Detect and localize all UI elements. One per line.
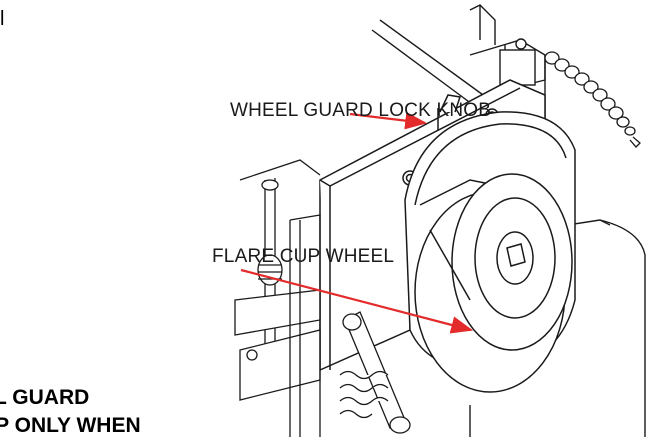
warning-note-line-2: UP ONLY WHEN [0, 414, 141, 437]
flare-cup-wheel [414, 173, 573, 393]
machine-base [404, 219, 646, 437]
warning-note-line-1: EL GUARD [0, 386, 90, 409]
lock-knob-arrow [349, 111, 428, 130]
crank-lever [339, 311, 411, 434]
callout-wheel-guard-lock-knob: WHEEL GUARD LOCK KNOB [230, 100, 492, 121]
callout-flare-cup-wheel: FLARE CUP WHEEL [212, 246, 395, 267]
callout-arrows [240, 111, 474, 334]
coolant-hose [544, 51, 641, 148]
flare-cup-arrow [240, 268, 474, 334]
left-arm-assembly [234, 159, 321, 437]
corner-text-fragment: l [0, 8, 5, 30]
